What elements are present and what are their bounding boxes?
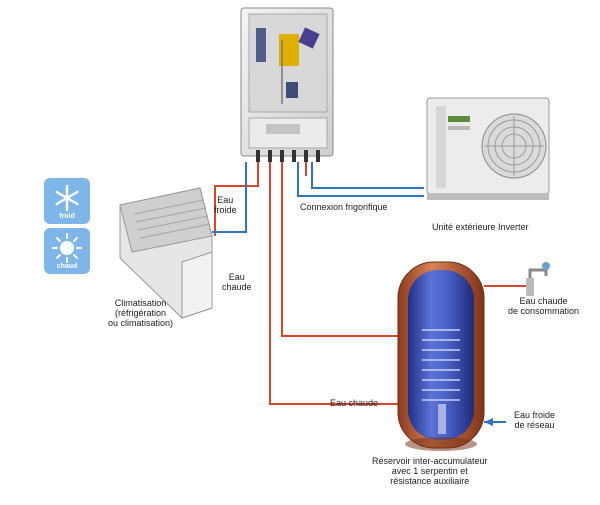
storage-tank <box>397 261 485 451</box>
label-eau-froide: Eau froide <box>214 195 237 215</box>
heating-badge: chaud <box>44 228 90 274</box>
faucet <box>526 262 550 296</box>
fan-coil-unit <box>119 187 213 319</box>
label-eau-froide-line2: froide <box>214 205 237 215</box>
cold-water-arrow <box>484 418 493 426</box>
label-eau-chaude-top-line2: chaude <box>222 282 252 292</box>
hot-water-pipes <box>214 162 528 405</box>
label-eau-froide-reseau-line1: Eau froide <box>514 410 556 420</box>
heating-badge-label: chaud <box>56 263 78 270</box>
label-eau-chaude-conso-line1: Eau chaude <box>519 296 568 306</box>
snowflake-icon <box>55 184 79 212</box>
label-eau-froide-line1: Eau <box>217 195 234 205</box>
label-climatisation: Climatisation (réfrigération ou climatis… <box>108 298 173 328</box>
label-reservoir: Réservoir inter-accumulateur avec 1 serp… <box>372 456 488 486</box>
label-eau-chaude-top: Eau chaude <box>222 272 252 292</box>
cooling-badge-label: froid <box>59 213 75 220</box>
label-eau-froide-reseau-line2: de réseau <box>514 420 555 430</box>
label-eau-chaude-top-line1: Eau <box>228 272 245 282</box>
label-reservoir-line3: résistance auxiliaire <box>390 476 470 486</box>
label-eau-chaude-conso: Eau chaude de consommation <box>508 296 579 316</box>
label-reservoir-line1: Réservoir inter-accumulateur <box>372 456 488 466</box>
sun-icon <box>52 233 82 263</box>
outdoor-unit <box>426 97 550 200</box>
label-eau-chaude-conso-line2: de consommation <box>508 306 580 316</box>
indoor-hydro-unit <box>240 7 334 162</box>
label-eau-chaude-bottom: Eau chaude <box>330 398 379 408</box>
label-reservoir-line2: avec 1 serpentin et <box>391 466 468 476</box>
label-climatisation-line2: (réfrigération <box>115 308 167 318</box>
label-connexion: Connexion frigorifique <box>300 202 388 212</box>
label-climatisation-line3: ou climatisation) <box>108 318 174 328</box>
label-climatisation-line1: Climatisation <box>114 298 167 308</box>
label-unite: Unité extérieure Inverter <box>432 222 529 232</box>
label-eau-froide-reseau: Eau froide de réseau <box>514 410 555 430</box>
cooling-badge: froid <box>44 178 90 224</box>
